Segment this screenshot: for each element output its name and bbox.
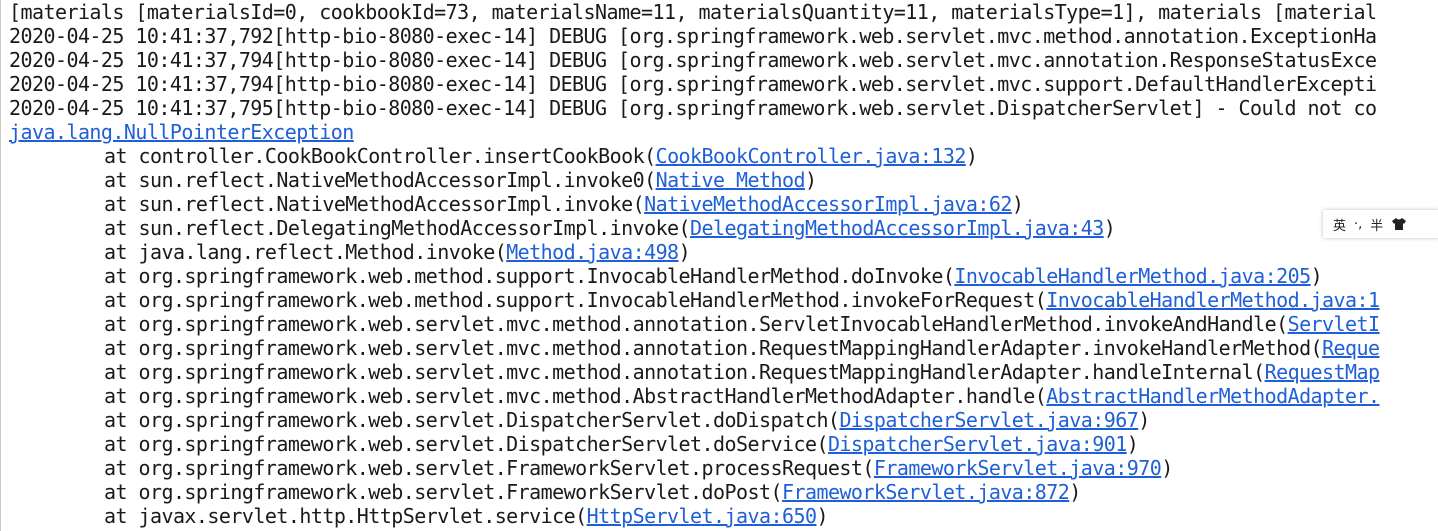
frame-source-link[interactable]: Method.java:498 <box>506 240 679 264</box>
stack-frame: at org.springframework.web.servlet.Frame… <box>9 480 1380 504</box>
frame-suffix: ) <box>965 144 978 168</box>
frame-method: at org.springframework.web.method.suppor… <box>104 288 1047 312</box>
frame-suffix: ) <box>1126 432 1139 456</box>
exception-link[interactable]: java.lang.NullPointerException <box>9 120 354 144</box>
frame-source-link[interactable]: Native Method <box>655 168 806 192</box>
log-line: 2020-04-25 10:41:37,795[http-bio-8080-ex… <box>9 96 1377 120</box>
log-line: [materials [materialsId=0, cookbookId=73… <box>9 0 1377 24</box>
frame-suffix: ) <box>816 504 828 528</box>
frame-method: at org.springframework.web.servlet.Dispa… <box>104 408 840 432</box>
frame-source-link[interactable]: DelegatingMethodAccessorImpl.java:43 <box>690 216 1104 240</box>
frame-suffix: ) <box>1103 216 1116 240</box>
frame-source-link[interactable]: InvocableHandlerMethod.java:205 <box>954 264 1311 288</box>
frame-suffix: ) <box>1310 264 1323 288</box>
frame-method: at sun.reflect.NativeMethodAccessorImpl.… <box>104 192 645 216</box>
frame-source-link[interactable]: InvocableHandlerMethod.java:1 <box>1046 288 1380 312</box>
ime-punctuation-toggle[interactable]: ·, <box>1354 216 1363 232</box>
frame-method: at org.springframework.web.servlet.Frame… <box>104 480 783 504</box>
frame-method: at org.springframework.web.servlet.mvc.m… <box>104 384 1047 408</box>
frame-suffix: ) <box>1161 456 1173 480</box>
log-line: 2020-04-25 10:41:37,794[http-bio-8080-ex… <box>9 48 1377 72</box>
stack-frame: at javax.servlet.http.HttpServlet.servic… <box>9 504 1380 528</box>
frame-source-link[interactable]: NativeMethodAccessorImpl.java:62 <box>644 192 1012 216</box>
frame-method: at javax.servlet.http.HttpServlet.servic… <box>104 504 587 528</box>
stack-frame: at org.springframework.web.servlet.Frame… <box>9 456 1380 480</box>
stack-frame: at org.springframework.web.servlet.Dispa… <box>9 408 1380 432</box>
frame-method: at controller.CookBookController.insertC… <box>104 144 656 168</box>
shirt-icon[interactable] <box>1391 217 1407 231</box>
stack-frame: at java.lang.reflect.Method.invoke(Metho… <box>9 240 1380 264</box>
frame-source-link[interactable]: CookBookController.java:132 <box>655 144 967 168</box>
stack-frame: at org.springframework.web.servlet.mvc.m… <box>9 384 1380 408</box>
frame-source-link[interactable]: HttpServlet.java:650 <box>586 504 817 528</box>
frame-suffix: ) <box>804 168 817 192</box>
stack-frame: at org.springframework.web.servlet.mvc.m… <box>9 312 1380 336</box>
stack-frame: at sun.reflect.NativeMethodAccessorImpl.… <box>9 192 1380 216</box>
frame-method: at org.springframework.web.servlet.mvc.m… <box>104 336 1323 360</box>
stack-frame: at org.springframework.web.servlet.mvc.m… <box>9 360 1380 384</box>
ime-width-toggle[interactable]: 半 <box>1370 218 1384 234</box>
frame-source-link[interactable]: ServletI <box>1287 312 1380 336</box>
frame-suffix: ) <box>1138 408 1150 432</box>
frame-suffix: ) <box>1069 480 1081 504</box>
frame-source-link[interactable]: DispatcherServlet.java:967 <box>839 408 1139 432</box>
frame-method: at org.springframework.web.method.suppor… <box>104 264 955 288</box>
stack-frame: at org.springframework.web.servlet.Dispa… <box>9 432 1380 456</box>
frame-suffix: ) <box>1011 192 1024 216</box>
frame-method: at sun.reflect.DelegatingMethodAccessorI… <box>104 216 691 240</box>
frame-source-link[interactable]: RequestMap <box>1264 360 1380 384</box>
frame-method: at java.lang.reflect.Method.invoke( <box>104 240 507 264</box>
stack-frame: at sun.reflect.DelegatingMethodAccessorI… <box>9 216 1380 240</box>
frame-suffix: ) <box>678 240 691 264</box>
stack-frame: at sun.reflect.NativeMethodAccessorImpl.… <box>9 168 1380 192</box>
frame-method: at org.springframework.web.servlet.Frame… <box>104 456 874 480</box>
log-line: 2020-04-25 10:41:37,792[http-bio-8080-ex… <box>9 24 1377 48</box>
ime-language-toggle[interactable]: 英 <box>1333 218 1347 234</box>
frame-method: at org.springframework.web.servlet.mvc.m… <box>104 312 1288 336</box>
log-line: 2020-04-25 10:41:37,794[http-bio-8080-ex… <box>9 72 1377 96</box>
ime-toolbar[interactable]: 英 ·, 半 <box>1323 210 1438 238</box>
frame-method: at org.springframework.web.servlet.Dispa… <box>104 432 828 456</box>
frame-source-link[interactable]: FrameworkServlet.java:872 <box>781 480 1070 504</box>
frame-source-link[interactable]: AbstractHandlerMethodAdapter. <box>1046 384 1380 408</box>
stack-frame: at controller.CookBookController.insertC… <box>9 144 1380 168</box>
stack-frame: at org.springframework.web.servlet.mvc.m… <box>9 336 1380 360</box>
frame-source-link[interactable]: DispatcherServlet.java:901 <box>827 432 1127 456</box>
stack-frame: at org.springframework.web.method.suppor… <box>9 264 1380 288</box>
frame-source-link[interactable]: Reque <box>1322 336 1380 360</box>
exception-line: java.lang.NullPointerException <box>9 120 1380 144</box>
stack-frame: at org.springframework.web.method.suppor… <box>9 288 1380 312</box>
frame-source-link[interactable]: FrameworkServlet.java:970 <box>873 456 1162 480</box>
frame-method: at sun.reflect.NativeMethodAccessorImpl.… <box>104 168 656 192</box>
log-lines: [materials [materialsId=0, cookbookId=73… <box>9 0 1380 528</box>
frame-method: at org.springframework.web.servlet.mvc.m… <box>104 360 1265 384</box>
